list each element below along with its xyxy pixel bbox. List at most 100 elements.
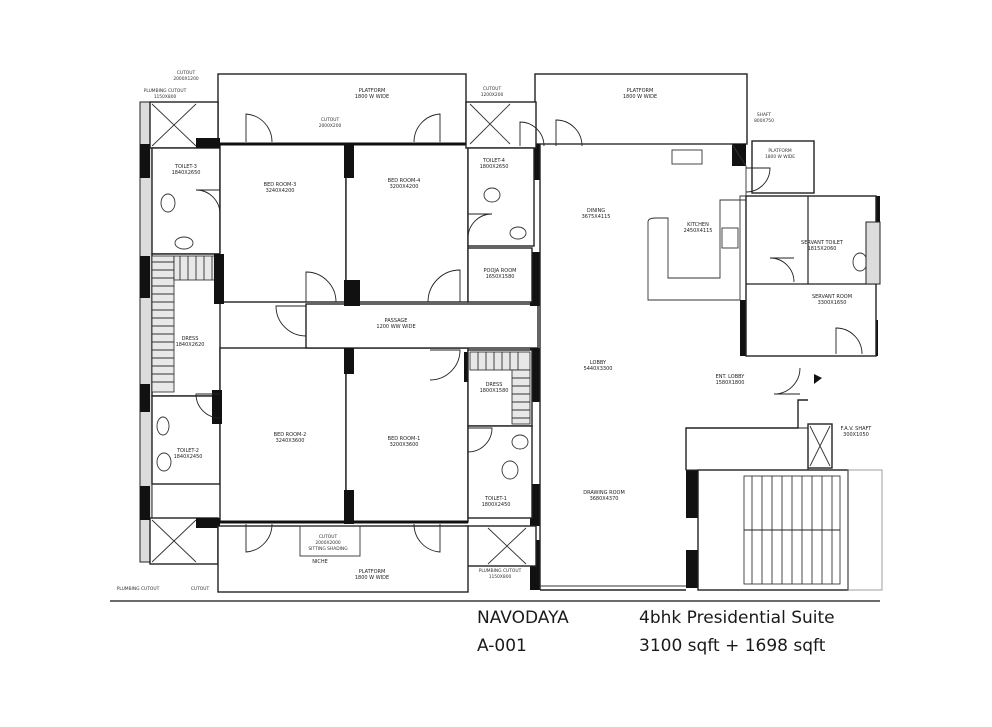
svg-text:5440X3300: 5440X3300	[584, 366, 613, 372]
platform-bottom	[217, 525, 469, 593]
toilet-3	[151, 147, 221, 255]
bed-room-4	[345, 143, 469, 303]
platform-top-right	[534, 73, 748, 145]
washbasin-icon	[156, 416, 170, 436]
label-bed-room-3: BED ROOM-3	[264, 182, 297, 188]
wc-icon	[156, 452, 172, 472]
label-cutout-top-mid: CUTOUT	[321, 117, 340, 123]
label-cutout-bottom-left: CUTOUT	[191, 586, 210, 592]
label-toilet-2: TOILET-2	[176, 448, 199, 454]
platform-top-left	[217, 73, 467, 145]
svg-text:3200X3600: 3200X3600	[390, 442, 419, 448]
svg-text:1800 W WIDE: 1800 W WIDE	[355, 575, 389, 581]
label-plumbing-cutout-bottom-left: PLUMBING CUTOUT	[117, 586, 160, 592]
label-sitting-shading: SITTING SHADING	[308, 546, 348, 552]
toilet-4	[467, 147, 535, 247]
hob-icon	[721, 227, 739, 249]
svg-text:1840X2620: 1840X2620	[176, 342, 205, 348]
column	[530, 484, 540, 526]
label-platform-bottom: PLATFORM	[359, 569, 386, 575]
plumbing-shaft-top-right	[465, 101, 537, 149]
label-kitchen: KITCHEN	[687, 222, 709, 228]
svg-text:1200 WW WIDE: 1200 WW WIDE	[376, 324, 415, 330]
svg-text:1800X1580: 1800X1580	[480, 388, 509, 394]
label-plumbing-cutout-top: PLUMBING CUTOUT	[144, 88, 187, 94]
label-toilet-3: TOILET-3	[174, 164, 197, 170]
caption-area: 3100 sqft + 1698 sqft	[639, 636, 826, 656]
svg-text:1800 W WIDE: 1800 W WIDE	[355, 94, 389, 100]
svg-text:1200X200: 1200X200	[481, 92, 504, 98]
caption-project: NAVODAYA	[477, 608, 569, 628]
svg-text:3240X3600: 3240X3600	[276, 438, 305, 444]
svg-text:2450X4115: 2450X4115	[684, 228, 713, 234]
caption-unit: A-001	[477, 636, 527, 656]
column	[344, 348, 354, 374]
washbasin-icon	[509, 226, 527, 240]
label-toilet-1: TOILET-1	[484, 496, 507, 502]
wardrobe-hatch-left	[151, 255, 217, 393]
label-bed-room-2: BED ROOM-2	[274, 432, 307, 438]
svg-text:3240X4200: 3240X4200	[266, 188, 295, 194]
platform-servant	[751, 140, 815, 194]
label-ent-lobby: ENT. LOBBY	[716, 374, 746, 380]
svg-text:3680X4370: 3680X4370	[590, 496, 619, 502]
label-servant-toilet: SERVANT TOILET	[801, 240, 844, 246]
label-passage: PASSAGE	[385, 318, 408, 324]
caption-title: 4bhk Presidential Suite	[639, 608, 835, 628]
label-dining: DINING	[587, 208, 605, 214]
column	[344, 144, 354, 178]
column	[740, 300, 748, 356]
ent-lobby-wall	[685, 399, 808, 470]
svg-text:2000X2000: 2000X2000	[315, 540, 341, 546]
column	[140, 256, 150, 298]
svg-text:2000X1200: 2000X1200	[173, 76, 199, 82]
label-pooja-room: POOJA ROOM	[484, 268, 517, 274]
label-lobby: LOBBY	[590, 360, 607, 366]
pooja-room	[467, 247, 533, 303]
column	[140, 144, 150, 178]
label-dress-left: DRESS	[182, 336, 199, 342]
label-platform-top-left: PLATFORM	[359, 88, 386, 94]
servant-block	[745, 195, 877, 357]
door-swings	[195, 113, 863, 553]
svg-text:1840X2650: 1840X2650	[172, 170, 201, 176]
wc-icon	[501, 460, 519, 480]
svg-text:3200X4200: 3200X4200	[390, 184, 419, 190]
column	[140, 486, 150, 520]
wc-icon	[160, 193, 176, 213]
bed-room-3	[219, 143, 347, 303]
bed-room-2	[219, 347, 347, 523]
column	[530, 348, 540, 402]
dining-kitchen-boundary	[540, 143, 747, 301]
svg-text:1840X2450: 1840X2450	[174, 454, 203, 460]
label-platform-top-right: PLATFORM	[627, 88, 654, 94]
label-cutout-bottom: CUTOUT	[319, 534, 338, 540]
toilet-1	[467, 425, 533, 519]
column	[196, 138, 220, 148]
stair-treads	[743, 475, 841, 585]
column	[344, 490, 354, 524]
label-servant-room: SERVANT ROOM	[812, 294, 852, 300]
entry-arrow-icon	[814, 374, 822, 384]
svg-text:1580X1800: 1580X1800	[716, 380, 745, 386]
column	[530, 144, 540, 180]
label-drawing-room: DRAWING ROOM	[583, 490, 625, 496]
washbasin-icon	[511, 434, 529, 450]
svg-text:1800 W WIDE: 1800 W WIDE	[623, 94, 657, 100]
toilet-2	[151, 395, 221, 485]
svg-text:1150X800: 1150X800	[154, 94, 177, 100]
column	[344, 280, 360, 306]
label-cutout-top-right: CUTOUT	[483, 86, 502, 92]
column	[686, 470, 698, 518]
column	[214, 254, 224, 304]
svg-text:3300X1650: 3300X1650	[818, 300, 847, 306]
label-bed-room-1: BED ROOM-1	[388, 436, 421, 442]
svg-text:1800X2450: 1800X2450	[482, 502, 511, 508]
column	[212, 390, 222, 424]
svg-text:800X750: 800X750	[754, 118, 774, 124]
svg-text:1650X1580: 1650X1580	[486, 274, 515, 280]
svg-text:300X1050: 300X1050	[843, 432, 869, 438]
bed-room-1	[345, 347, 469, 523]
svg-text:1800 W WIDE: 1800 W WIDE	[765, 154, 795, 160]
